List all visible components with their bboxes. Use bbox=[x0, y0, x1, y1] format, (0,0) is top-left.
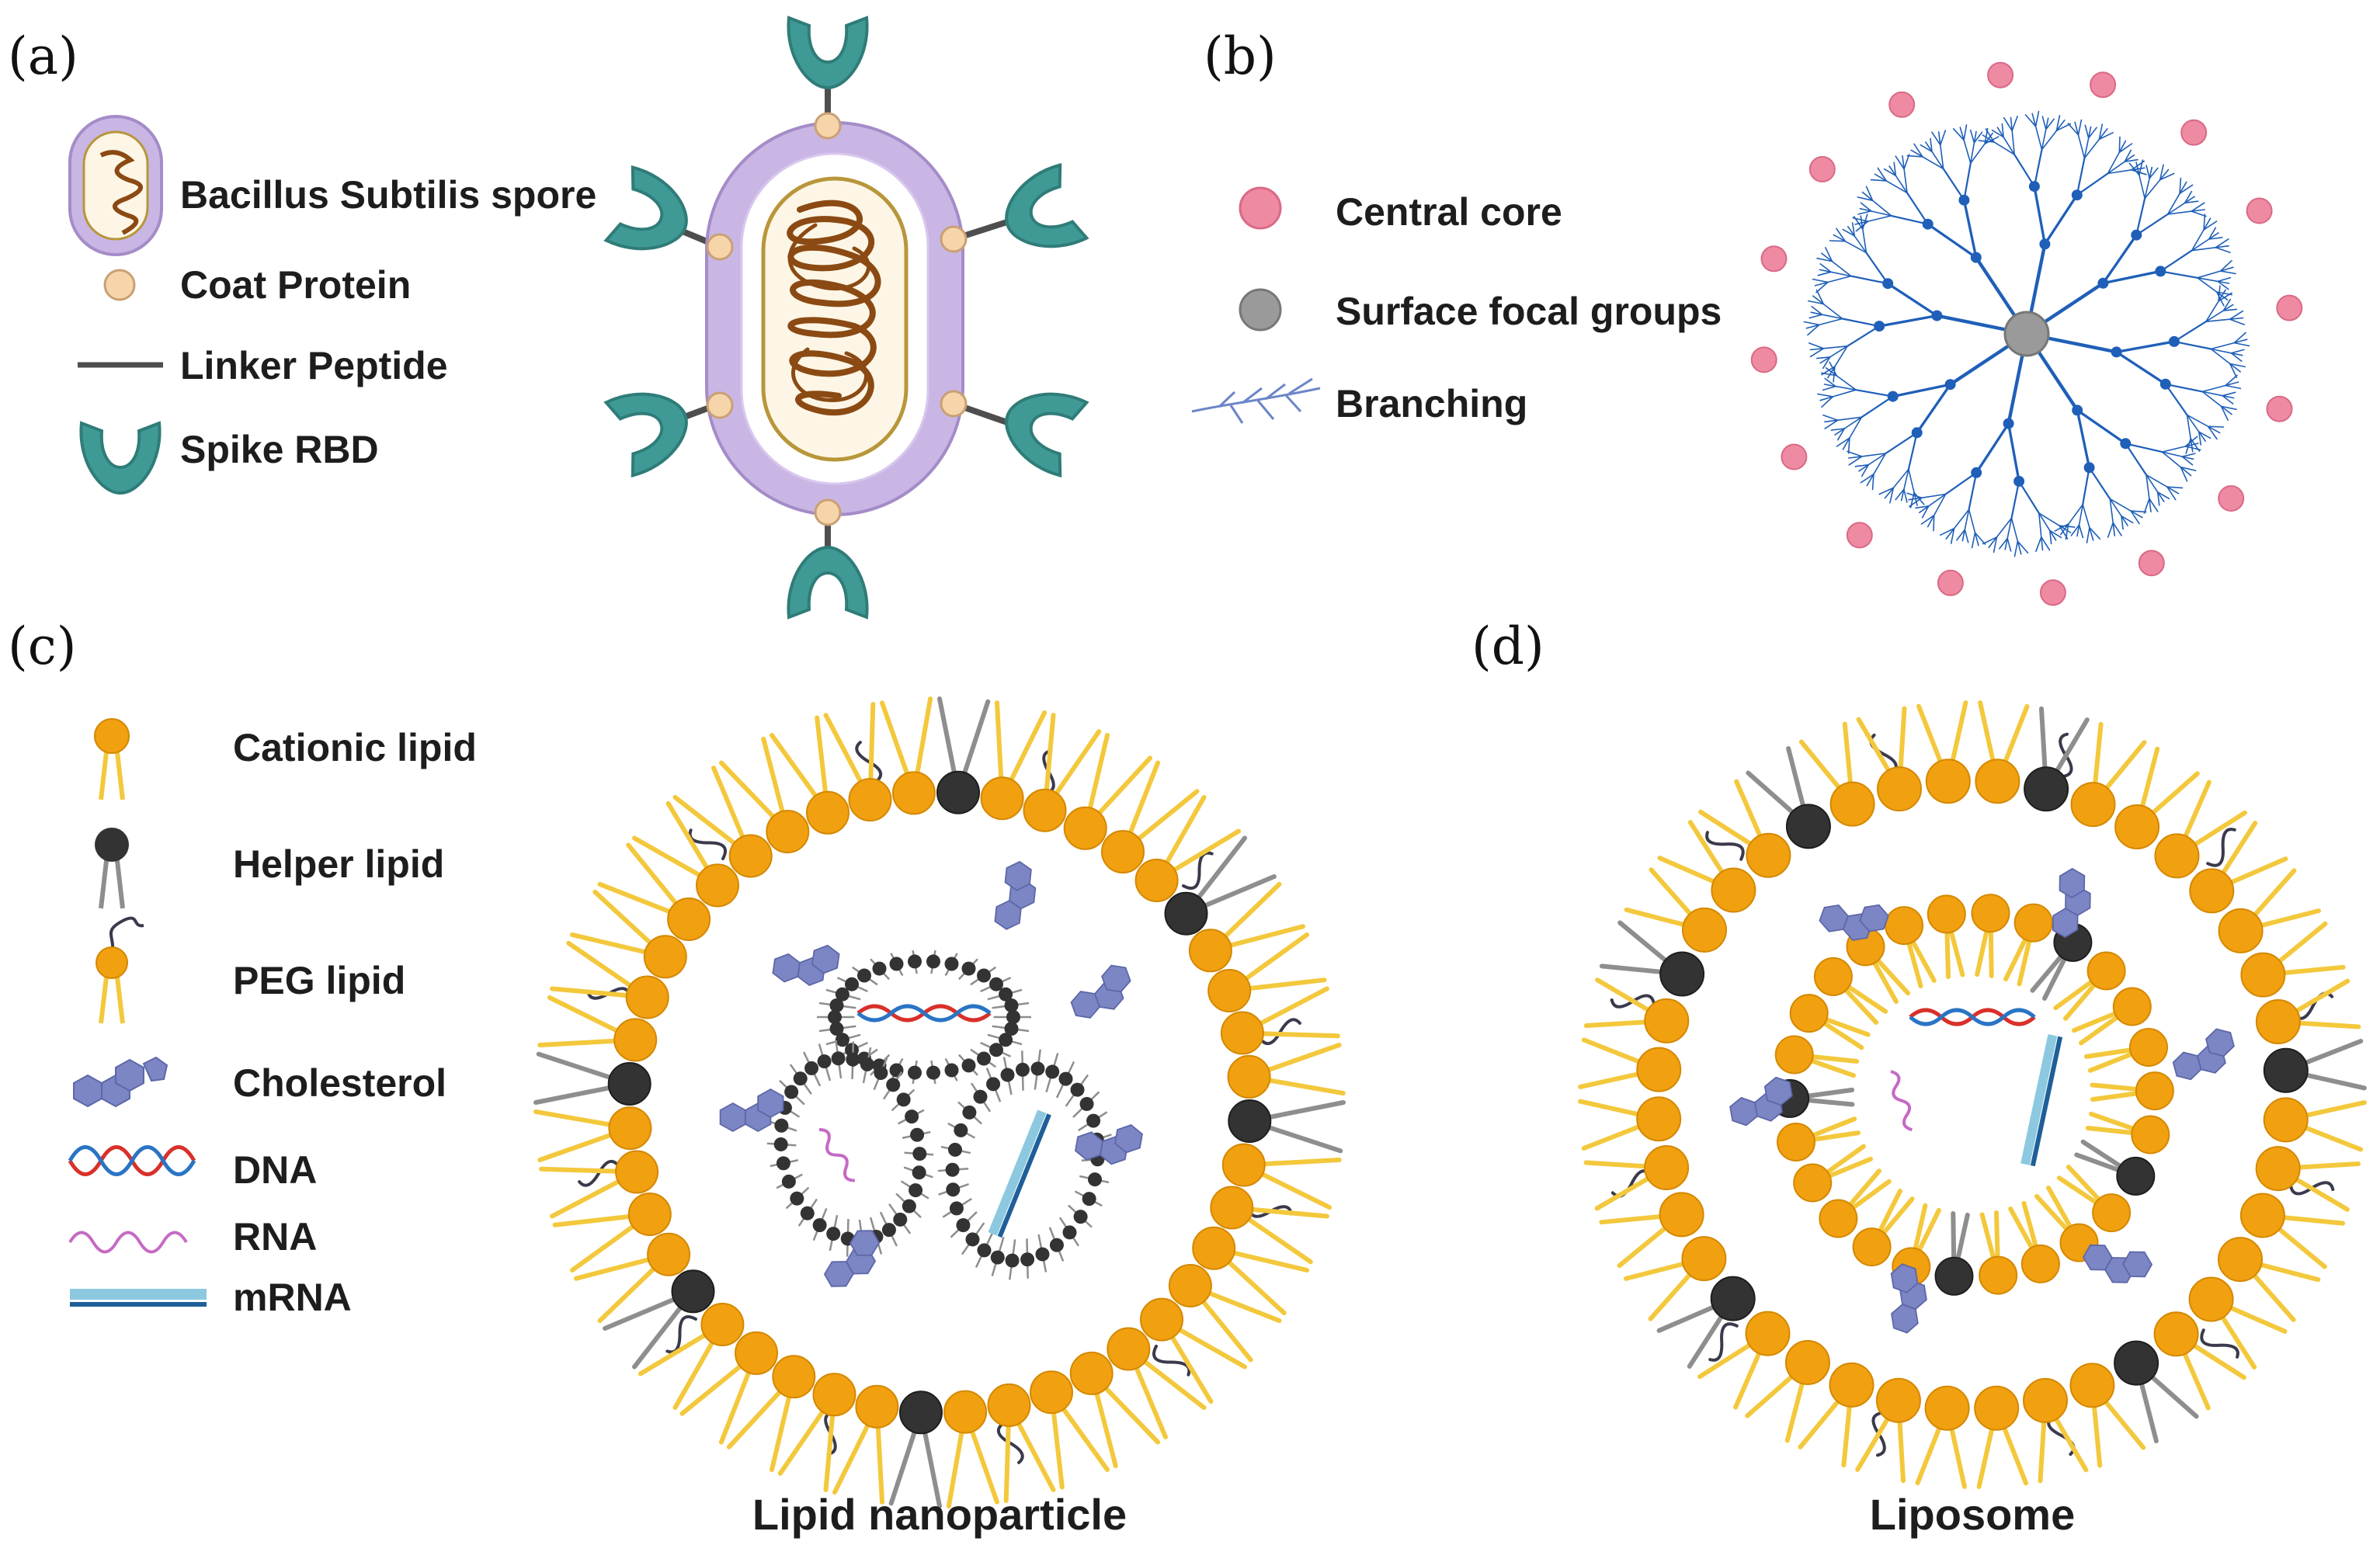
legend-surface-focal-groups: Surface focal groups bbox=[1336, 290, 1722, 333]
liposome-diagram bbox=[1578, 700, 2367, 1489]
legend-mrna: mRNA bbox=[233, 1276, 352, 1319]
panel-a: (a) Bacillus Subtilis spore Coat Protein… bbox=[8, 16, 1089, 619]
peg-lipid-legend-icon bbox=[96, 916, 144, 1024]
panel-label-d: (d) bbox=[1471, 616, 1544, 676]
caption-liposome: Liposome bbox=[1870, 1490, 2075, 1539]
legend-helper-lipid: Helper lipid bbox=[233, 842, 444, 886]
panel-d: (d) Liposome bbox=[1471, 616, 2367, 1539]
coat-protein-legend-icon bbox=[103, 269, 136, 301]
coat-proteins bbox=[706, 112, 968, 526]
dendrimer-diagram bbox=[1750, 61, 2303, 606]
panel-b-legend: Central core Surface focal groups Branch… bbox=[1191, 186, 1722, 425]
legend-central-core: Central core bbox=[1336, 190, 1562, 234]
legend-cationic-lipid: Cationic lipid bbox=[233, 726, 477, 769]
legend-coat-protein: Coat Protein bbox=[180, 263, 411, 307]
dna-legend-icon bbox=[68, 1145, 196, 1176]
spore-legend-icon bbox=[68, 115, 163, 256]
spike-rbd-legend-icon bbox=[79, 422, 162, 495]
lipid-nanoparticle-diagram bbox=[533, 696, 1346, 1509]
legend-rna: RNA bbox=[233, 1215, 317, 1259]
panel-c: (c) Cationic lipid Helper lipid PEG lipi… bbox=[8, 616, 1346, 1539]
legend-bacillus-spore: Bacillus Subtilis spore bbox=[180, 173, 596, 217]
cholesterol-legend-icon bbox=[73, 1056, 169, 1108]
legend-peg-lipid: PEG lipid bbox=[233, 959, 405, 1002]
rna-legend-icon bbox=[68, 1231, 188, 1254]
caption-lipid-nanoparticle: Lipid nanoparticle bbox=[752, 1490, 1127, 1539]
panel-a-legend: Bacillus Subtilis spore Coat Protein Lin… bbox=[68, 115, 596, 495]
panel-b: (b) Central core Surface focal groups Br… bbox=[1191, 26, 2303, 606]
spore-dna-coil bbox=[787, 200, 881, 416]
legend-cholesterol: Cholesterol bbox=[233, 1061, 446, 1105]
legend-spike-rbd: Spike RBD bbox=[180, 428, 379, 471]
panel-c-legend: Cationic lipid Helper lipid PEG lipid bbox=[68, 718, 477, 1319]
central-core-legend-icon bbox=[1239, 186, 1282, 230]
bacillus-spore-diagram bbox=[604, 16, 1089, 619]
legend-dna: DNA bbox=[233, 1148, 317, 1192]
mrna-legend-icon bbox=[70, 1289, 207, 1307]
panel-label-b: (b) bbox=[1204, 26, 1277, 86]
panel-label-a: (a) bbox=[8, 26, 78, 86]
panel-label-c: (c) bbox=[8, 616, 76, 676]
helper-lipid-legend-icon bbox=[95, 828, 129, 909]
legend-branching: Branching bbox=[1336, 382, 1527, 425]
branching-legend-icon bbox=[1191, 377, 1321, 424]
surface-focal-legend-icon bbox=[1239, 288, 1282, 332]
cationic-lipid-legend-icon bbox=[94, 718, 130, 800]
legend-linker-peptide: Linker Peptide bbox=[180, 344, 448, 387]
